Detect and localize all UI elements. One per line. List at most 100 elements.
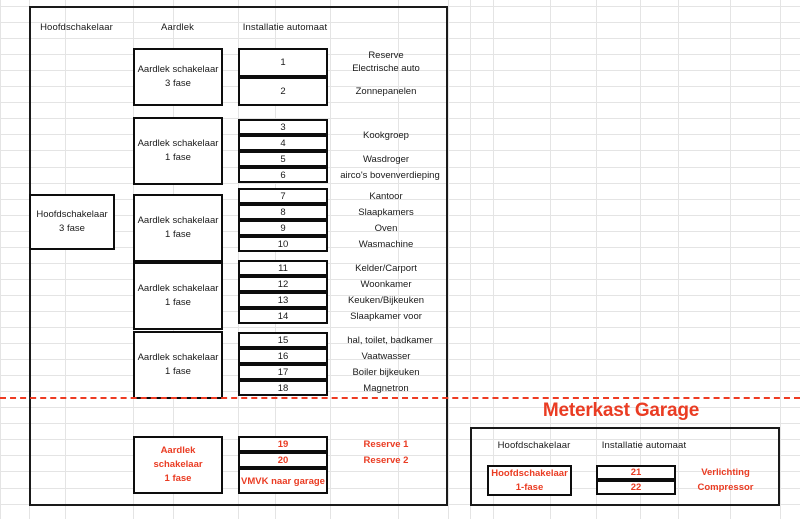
breaker-number-13[interactable]: 13 <box>238 292 328 308</box>
breaker-label-2: Zonnepanelen <box>355 86 417 97</box>
breaker-number-14[interactable]: 14 <box>238 308 328 324</box>
grid-row-line <box>0 247 800 248</box>
breaker-label-16: Vaatwasser <box>361 350 411 362</box>
grid-col-line <box>730 0 731 519</box>
grid-row-line <box>0 70 800 71</box>
grid-col-line <box>398 0 399 519</box>
breaker-number-1[interactable]: 1 <box>238 48 328 77</box>
garage-breaker-label-22: Compressor <box>697 482 754 493</box>
grid-row-line <box>0 86 800 87</box>
earth-leakage-2-line1: Aardlek schakelaar <box>137 138 219 150</box>
grid-row-line <box>0 423 800 424</box>
breaker-label-7: Kantoor <box>369 190 403 202</box>
grid-row-line <box>0 54 800 55</box>
grid-row-line <box>0 439 800 440</box>
breaker-label-9: Oven <box>374 222 398 234</box>
breaker-number-20[interactable]: 20 <box>238 452 328 468</box>
breaker-number-10[interactable]: 10 <box>238 236 328 252</box>
grid-row-line <box>0 279 800 280</box>
grid-row-line <box>0 407 800 408</box>
breaker-number-19[interactable]: 19 <box>238 436 328 452</box>
garage-breaker-label-21: Verlichting <box>701 467 750 478</box>
grid-row-line <box>0 455 800 456</box>
breaker-number-11[interactable]: 11 <box>238 260 328 276</box>
breaker-number-18[interactable]: 18 <box>238 380 328 396</box>
breaker-label-1-line1: Reserve <box>368 49 404 61</box>
grid-row-line <box>0 311 800 312</box>
breaker-number-3[interactable]: 3 <box>238 119 328 135</box>
earth-leakage-box-1[interactable]: Aardlek schakelaar 3 fase <box>133 48 223 106</box>
garage-header-installatie-automaat: Installatie automaat <box>601 440 687 451</box>
grid-col-line <box>0 0 1 519</box>
grid-row-line <box>0 375 800 376</box>
main-panel-border <box>29 6 448 506</box>
earth-leakage-5-line1: Aardlek schakelaar <box>137 352 219 364</box>
breaker-label-6: airco's bovenverdieping <box>340 169 440 181</box>
breaker-number-8[interactable]: 8 <box>238 204 328 220</box>
garage-main-switch-box[interactable]: Hoofdschakelaar 1-fase <box>487 465 572 496</box>
earth-leakage-6-line2: 1 fase <box>164 472 192 484</box>
grid-row-line <box>0 167 800 168</box>
grid-row-line <box>0 231 800 232</box>
grid-row-line <box>0 134 800 135</box>
earth-leakage-6-line1: Aardlek schakelaar <box>153 445 203 471</box>
main-switch-box[interactable]: Hoofdschakelaar 3 fase <box>29 194 115 250</box>
garage-panel-title: Meterkast Garage <box>542 400 700 421</box>
grid-row-line <box>0 215 800 216</box>
breaker-number-7[interactable]: 7 <box>238 188 328 204</box>
breaker-number-5[interactable]: 5 <box>238 151 328 167</box>
earth-leakage-1-line2: 3 fase <box>165 78 191 89</box>
breaker-label-5: Wasdroger <box>362 153 410 165</box>
grid-row-line <box>0 471 800 472</box>
section-divider-dashed <box>0 397 800 399</box>
header-hoofdschakelaar: Hoofdschakelaar <box>40 22 113 33</box>
grid-row-line <box>0 359 800 360</box>
grid-row-line <box>0 102 800 103</box>
garage-main-switch-line1: Hoofdschakelaar <box>491 467 568 479</box>
earth-leakage-3-line1: Aardlek schakelaar <box>137 215 219 227</box>
earth-leakage-box-3[interactable]: Aardlek schakelaar 1 fase <box>133 194 223 262</box>
earth-leakage-box-2[interactable]: Aardlek schakelaar 1 fase <box>133 117 223 185</box>
breaker-label-8: Slaapkamers <box>358 206 414 218</box>
grid-row-line <box>0 183 800 184</box>
earth-leakage-box-4[interactable]: Aardlek schakelaar 1 fase <box>133 262 223 330</box>
breaker-label-13: Keuken/Bijkeuken <box>347 294 425 306</box>
breaker-number-2[interactable]: 2 <box>238 77 328 106</box>
grid-row-line <box>0 488 800 489</box>
grid-row-line <box>0 295 800 296</box>
earth-leakage-3-line2: 1 fase <box>165 229 191 240</box>
earth-leakage-box-5[interactable]: Aardlek schakelaar 1 fase <box>133 331 223 399</box>
grid-col-line <box>493 0 494 519</box>
earth-leakage-1-line1: Aardlek schakelaar <box>137 64 219 76</box>
breaker-number-9[interactable]: 9 <box>238 220 328 236</box>
grid-col-line <box>448 0 449 519</box>
earth-leakage-box-6[interactable]: Aardlek schakelaar 1 fase <box>133 436 223 494</box>
breaker-label-18: Magnetron <box>363 382 409 394</box>
breaker-number-16[interactable]: 16 <box>238 348 328 364</box>
breaker-number-6[interactable]: 6 <box>238 167 328 183</box>
garage-panel-border <box>470 427 780 506</box>
breaker-number-4[interactable]: 4 <box>238 135 328 151</box>
breaker-label-11: Kelder/Carport <box>355 262 417 274</box>
grid-col-line <box>596 0 597 519</box>
grid-col-line <box>275 0 276 519</box>
breaker-number-12[interactable]: 12 <box>238 276 328 292</box>
garage-header-hoofdschakelaar: Hoofdschakelaar <box>497 440 571 451</box>
grid-row-line <box>0 38 800 39</box>
garage-breaker-number-21[interactable]: 21 <box>596 465 676 480</box>
grid-row-line <box>0 263 800 264</box>
grid-row-line <box>0 22 800 23</box>
main-switch-line1: Hoofdschakelaar <box>36 209 108 221</box>
breaker-number-15[interactable]: 15 <box>238 332 328 348</box>
main-switch-line2: 3 fase <box>59 223 85 234</box>
garage-main-switch-line2: 1-fase <box>515 481 544 493</box>
grid-row-line <box>0 343 800 344</box>
breaker-vmvk-naar-garage[interactable]: VMVK naar garage <box>238 468 328 494</box>
grid-row-line <box>0 150 800 151</box>
grid-col-line <box>330 0 331 519</box>
breaker-number-17[interactable]: 17 <box>238 364 328 380</box>
grid-col-line <box>640 0 641 519</box>
header-aardlek: Aardlek <box>161 22 194 33</box>
earth-leakage-4-line2: 1 fase <box>165 297 191 308</box>
garage-breaker-number-22[interactable]: 22 <box>596 480 676 495</box>
